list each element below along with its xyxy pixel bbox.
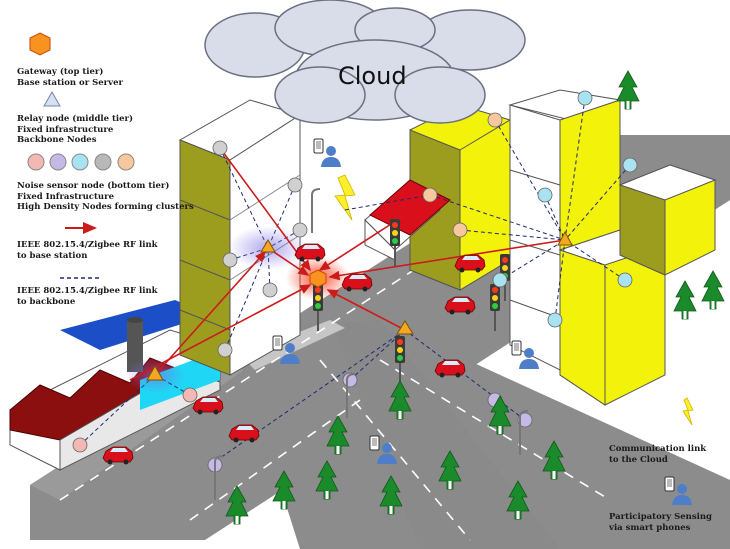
legend-gateway-icon — [29, 32, 51, 56]
relay-nodes — [146, 230, 573, 381]
cloud-label: Cloud — [338, 62, 407, 90]
legend-gateway-text: Gateway (top tier)Base station or Server — [17, 67, 123, 88]
gateway-node — [309, 269, 327, 288]
legend-relay-icon — [43, 90, 61, 107]
legend-communication-text: Communication link to the Cloud — [609, 444, 707, 465]
legend-relay-text: Relay node (middle tier)Fixed infrastruc… — [17, 114, 134, 145]
legend-sensor-text: Noise sensor node (bottom tier)Fixed Inf… — [17, 181, 194, 212]
cloud-communication-links — [334, 174, 694, 426]
sensor-nodes — [72, 90, 638, 473]
cloud — [204, 0, 526, 124]
legend-sensor-icons — [27, 153, 135, 171]
legend-icons — [27, 32, 135, 279]
